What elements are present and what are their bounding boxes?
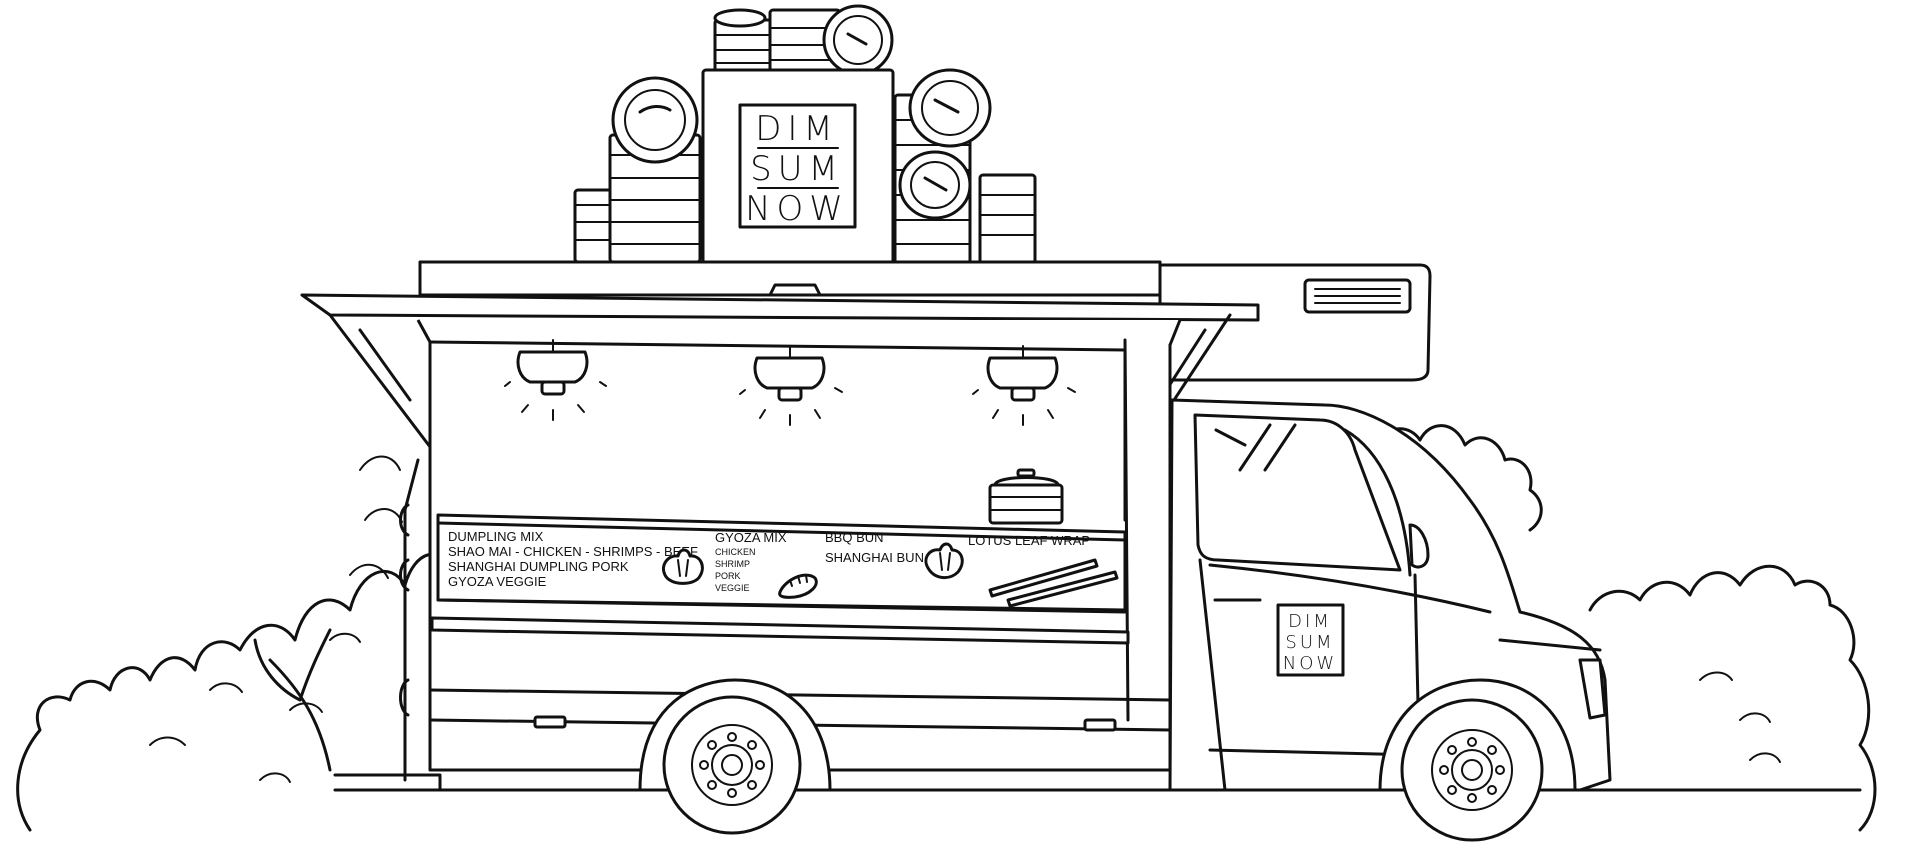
right-bushes	[1378, 424, 1877, 832]
left-tree	[253, 628, 332, 772]
steamer-stack-left	[573, 76, 702, 264]
lotus-wrap-icon	[988, 558, 1119, 608]
counter-steamer	[988, 468, 1064, 525]
rear-wheel	[638, 678, 832, 835]
bun-icon	[924, 542, 964, 579]
steamer-stack-top	[713, 4, 894, 77]
steamer-stack-right	[893, 68, 1037, 265]
menu-item-shao-mai: SHAO MAI - CHICKEN - SHRIMPS - BEEF	[448, 544, 698, 559]
truck-roof	[418, 260, 1432, 382]
menu-item-lotus-leaf-wrap: LOTUS LEAF WRAP	[968, 533, 1090, 548]
lamp-right	[972, 345, 1076, 426]
lamp-middle	[739, 345, 843, 426]
roof-sign-line3: NOW	[745, 189, 849, 229]
cab-sign-line2: SUM	[1285, 632, 1334, 653]
menu-item-gyoza-veggie: GYOZA VEGGIE	[448, 574, 547, 589]
menu-sub-veggie: VEGGIE	[715, 583, 750, 593]
truck-rear	[399, 458, 420, 782]
dumpling-icon	[662, 548, 704, 585]
roof-sign-line2: SUM	[750, 149, 844, 189]
cab-sign-line3: NOW	[1283, 653, 1337, 674]
awning	[300, 293, 1260, 472]
menu-sub-chicken: CHICKEN	[715, 547, 756, 557]
menu-item-shanghai-dumpling: SHANGHAI DUMPLING PORK	[448, 559, 629, 574]
cab-sign-line1: DIM	[1288, 611, 1332, 632]
cab-door-sign	[1276, 603, 1345, 677]
menu-item-shanghai-bun: SHANGHAI BUN	[825, 550, 924, 565]
rear-step	[333, 773, 442, 792]
menu-item-gyoza-mix: GYOZA MIX	[715, 530, 787, 545]
lamp-left	[504, 339, 607, 421]
menu-sub-shrimp: SHRIMP	[715, 559, 750, 569]
menu-board	[430, 513, 1130, 645]
roof-sign-line1: DIM	[755, 109, 839, 149]
front-wheel	[1378, 678, 1577, 842]
menu-item-dumpling-mix: DUMPLING MIX	[448, 529, 544, 544]
gyoza-icon	[778, 573, 818, 599]
menu-sub-pork: PORK	[715, 571, 741, 581]
menu-item-bbq-bun: BBQ BUN	[825, 530, 884, 545]
